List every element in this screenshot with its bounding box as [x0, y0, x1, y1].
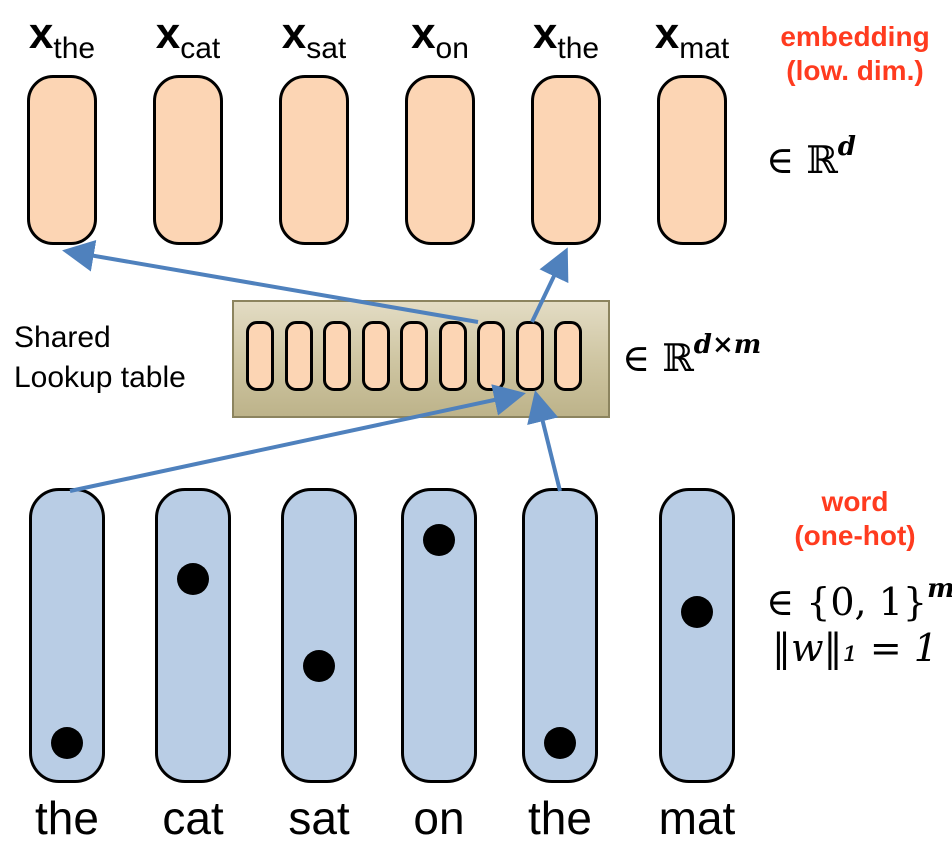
one-hot-dot [423, 524, 455, 556]
one-hot-dot [177, 563, 209, 595]
word-vector-on [401, 488, 477, 783]
lookup-table-column [323, 321, 351, 391]
word-label-sat: sat [288, 792, 350, 844]
arrow-lookup-to-embedding-the2 [530, 247, 569, 323]
one-hot-dot [544, 727, 576, 759]
word-space: ∈ {0, 1}m, [766, 574, 952, 624]
arrow-lookup-to-embedding-the [62, 239, 479, 324]
embedding-label-the: xthe [28, 9, 96, 65]
one-hot-dot [303, 650, 335, 682]
lookup-table-label: Shared Lookup table [14, 321, 186, 394]
word-label-the: the [35, 792, 99, 844]
embedding-vector-cat [153, 75, 223, 245]
lookup-table-column [285, 321, 313, 391]
embedding-vector-mat [657, 75, 727, 245]
one-hot-dot [51, 727, 83, 759]
norm-constraint: ‖w‖₁ = 1 [772, 626, 938, 670]
lookup-space: ∈ ℝd×m [622, 330, 762, 380]
lookup-table-column [400, 321, 428, 391]
embedding-vector-on [405, 75, 475, 245]
embedding-label-on: xon [411, 9, 469, 65]
word-label-cat: cat [162, 792, 224, 844]
embedding-space: ∈ ℝd [766, 132, 856, 182]
lookup-table-column [246, 321, 274, 391]
word-vector-sat [281, 488, 357, 783]
embedding-label-mat: xmat [654, 9, 730, 65]
word-vector-the [29, 488, 105, 783]
word-note: word (one-hot) [794, 486, 916, 551]
lookup-table-column [439, 321, 467, 391]
arrow-word-the2-to-lookup [527, 390, 562, 492]
lookup-table-column [477, 321, 505, 391]
word-label-the-2: the [528, 792, 592, 844]
word-vector-the-2 [522, 488, 598, 783]
lookup-table-column [362, 321, 390, 391]
one-hot-dot [681, 596, 713, 628]
embedding-note: embedding (low. dim.) [780, 21, 930, 86]
word-vector-cat [155, 488, 231, 783]
embedding-label-the-2: xthe [532, 9, 600, 65]
lookup-table-column [554, 321, 582, 391]
embedding-vector-the [27, 75, 97, 245]
lookup-table-column [516, 321, 544, 391]
word-label-mat: mat [658, 792, 736, 844]
embedding-vector-the-2 [531, 75, 601, 245]
embedding-label-cat: xcat [155, 9, 221, 65]
word-label-on: on [413, 792, 465, 844]
embedding-label-sat: xsat [281, 9, 347, 65]
arrow-word-the-to-lookup [69, 384, 526, 493]
word-vector-mat [659, 488, 735, 783]
embedding-vector-sat [279, 75, 349, 245]
